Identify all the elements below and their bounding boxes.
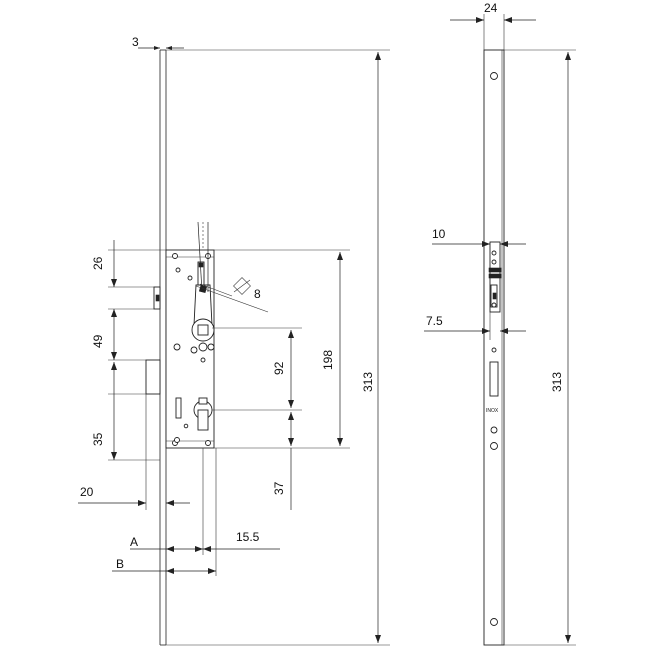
dim-label-offset: 7.5 [426, 314, 443, 328]
dim-b: B [112, 448, 217, 576]
inox-marking: INOX [486, 408, 499, 414]
screw-hole-icon [490, 618, 498, 626]
dim-cylinder-offset: A 15.5 [130, 530, 280, 580]
dim-latch-to-cylinder: 35 [91, 362, 160, 461]
dim-case-height: 198 [214, 249, 350, 449]
dim-label-cylinder-to-bottom: 37 [272, 481, 286, 495]
screw-icon [491, 347, 497, 353]
dim-slot-width: 10 [432, 227, 526, 247]
screw-icon [174, 437, 180, 443]
side-view: INOX 24 313 10 [424, 1, 576, 646]
screw-icon [207, 343, 215, 351]
dim-faceplate-width: 24 [450, 1, 536, 50]
dim-overall-height-front: 313 [166, 49, 390, 646]
dim-label-spindle-to-top: 26 [91, 256, 105, 270]
dim-label-case-height: 198 [321, 350, 335, 370]
dim-label-faceplate-width: 24 [484, 1, 498, 15]
dim-spindle-to-cylinder: 92 [212, 327, 302, 411]
dim-label-overall-height-front: 313 [361, 372, 375, 392]
side-faceplate [483, 49, 505, 646]
dim-latch-offset: 20 [78, 394, 190, 510]
dim-spindle-to-top: 26 [91, 240, 166, 288]
screw-icon [175, 267, 181, 273]
side-mechanism-top [488, 241, 502, 313]
screw-icon [187, 275, 193, 281]
latch-bolt [145, 359, 161, 395]
dim-label-latch-to-cylinder: 35 [91, 432, 105, 446]
screw-icon [490, 426, 498, 434]
dim-label-overall-height-side: 313 [550, 372, 564, 392]
screw-icon [205, 440, 211, 446]
screw-icon [491, 250, 497, 256]
front-view: 3 313 198 92 [78, 35, 390, 646]
spindle-hub [191, 284, 215, 342]
screw-icon [172, 253, 178, 259]
dim-label-faceplate-thickness: 3 [132, 35, 139, 49]
side-mechanism-bottom: INOX [486, 347, 499, 450]
dim-cylinder-to-bottom: 37 [272, 412, 294, 510]
dim-overall-height-side: 313 [504, 49, 576, 646]
dim-label-spindle-to-latch: 49 [91, 334, 105, 348]
dim-label-spindle-to-cylinder: 92 [272, 361, 286, 375]
dim-label-spindle-square: 8 [254, 287, 261, 301]
top-bolt [153, 286, 161, 310]
screw-icon [173, 343, 181, 351]
screw-icon [491, 259, 497, 265]
screw-hole-icon [490, 72, 498, 80]
screw-icon [491, 302, 497, 308]
screw-icon [490, 442, 498, 450]
faceplate [159, 49, 167, 646]
dim-spindle-to-latch: 49 [91, 308, 154, 361]
lock-case [165, 249, 215, 449]
label-b: B [116, 557, 124, 571]
dim-spindle-square: 8 [195, 221, 269, 313]
dim-offset: 7.5 [424, 312, 526, 340]
cylinder-cutout [193, 397, 213, 431]
dim-faceplate-thickness: 3 [132, 35, 184, 50]
label-a: A [130, 535, 138, 549]
dim-label-cylinder-offset: 15.5 [236, 530, 260, 544]
dim-label-latch-offset: 20 [80, 485, 94, 499]
dim-label-slot-width: 10 [432, 227, 446, 241]
